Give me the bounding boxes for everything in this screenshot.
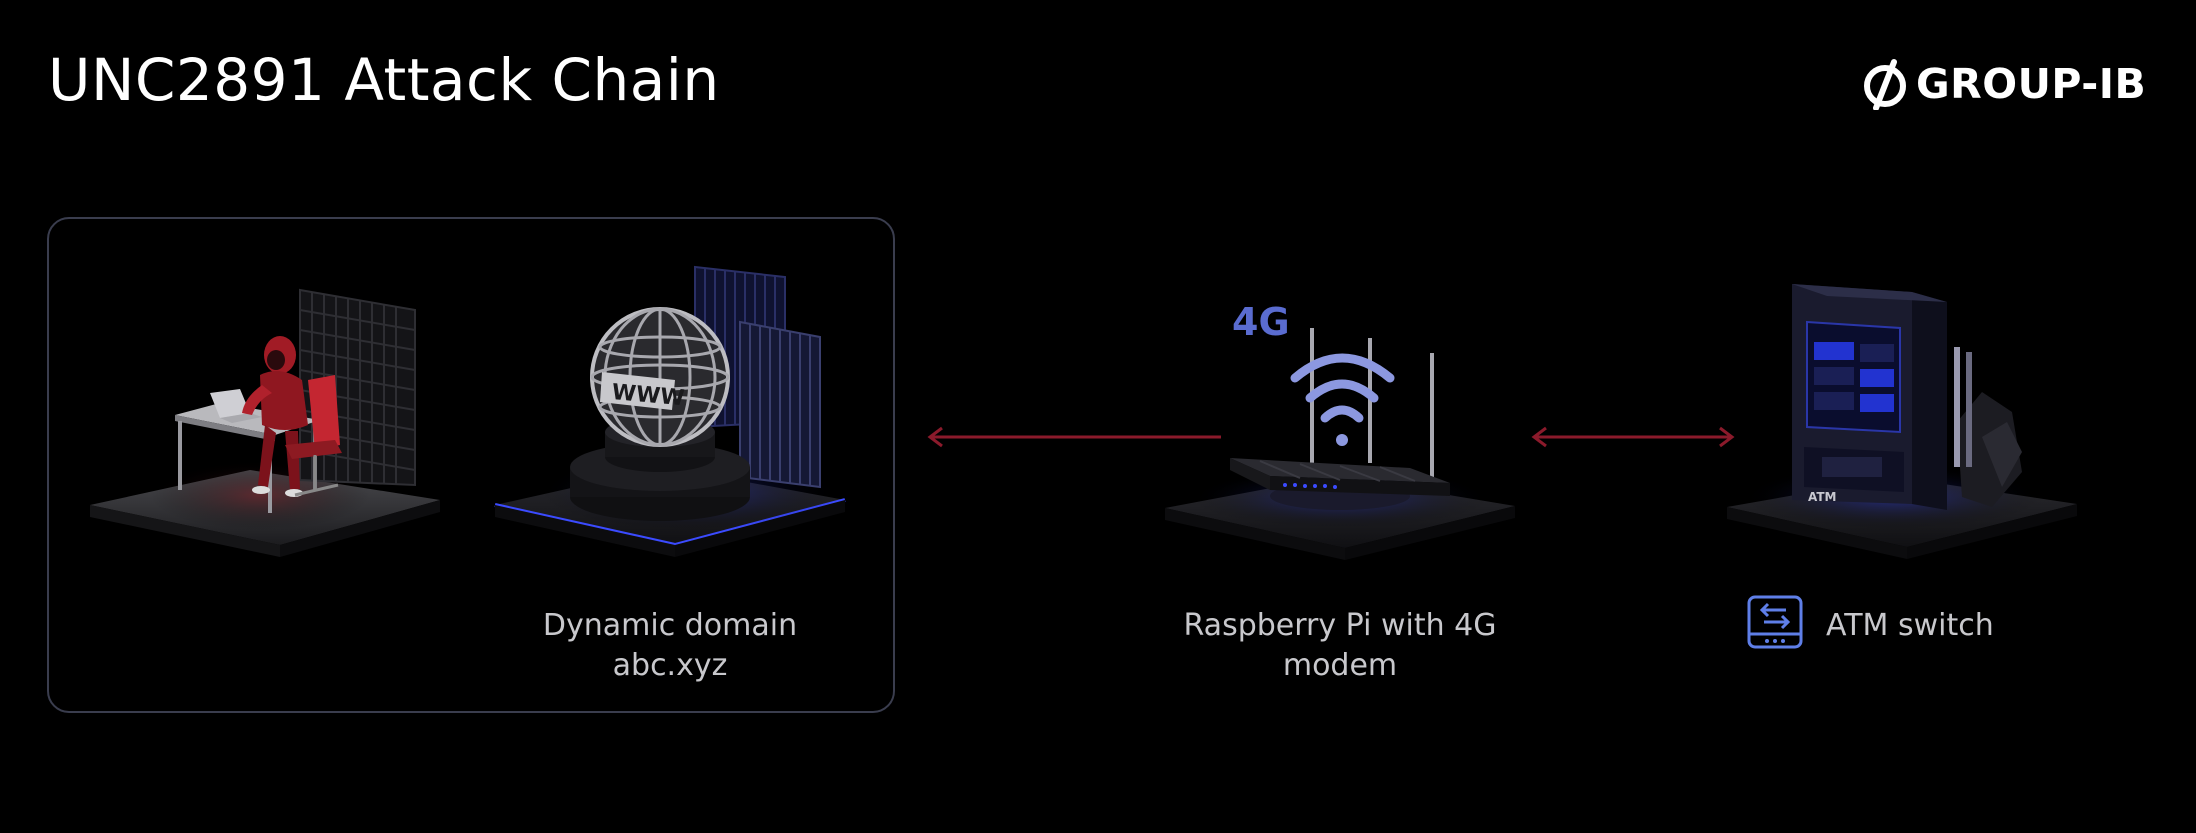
- raspberry-pi-label: Raspberry Pi with 4G modem: [1183, 608, 1497, 683]
- www-globe-icon: WWW: [494, 265, 846, 557]
- atm-machine-icon: ATM: [1727, 284, 2077, 559]
- switch-transfer-icon: [1747, 595, 1803, 649]
- badge-4g: 4G: [1232, 300, 1290, 344]
- logo-text: GROUP-IB: [1916, 60, 2147, 108]
- attacker-group-box: [47, 217, 895, 713]
- group-ib-logo-icon: [1864, 59, 1906, 110]
- atm-switch-label: ATM switch: [1826, 608, 1994, 643]
- arrow-domain-to-pi: [927, 426, 1221, 448]
- wifi-router-icon: [1165, 328, 1515, 560]
- group-ib-logo: GROUP-IB: [1862, 58, 2146, 110]
- atm-screen-badge: ATM: [1808, 490, 1836, 504]
- hacker-at-desk-icon: [90, 288, 440, 557]
- arrow-pi-to-atm: [1531, 426, 1735, 448]
- page-title: UNC2891 Attack Chain: [48, 46, 720, 114]
- dynamic-domain-label: Dynamic domain abc.xyz: [542, 608, 798, 683]
